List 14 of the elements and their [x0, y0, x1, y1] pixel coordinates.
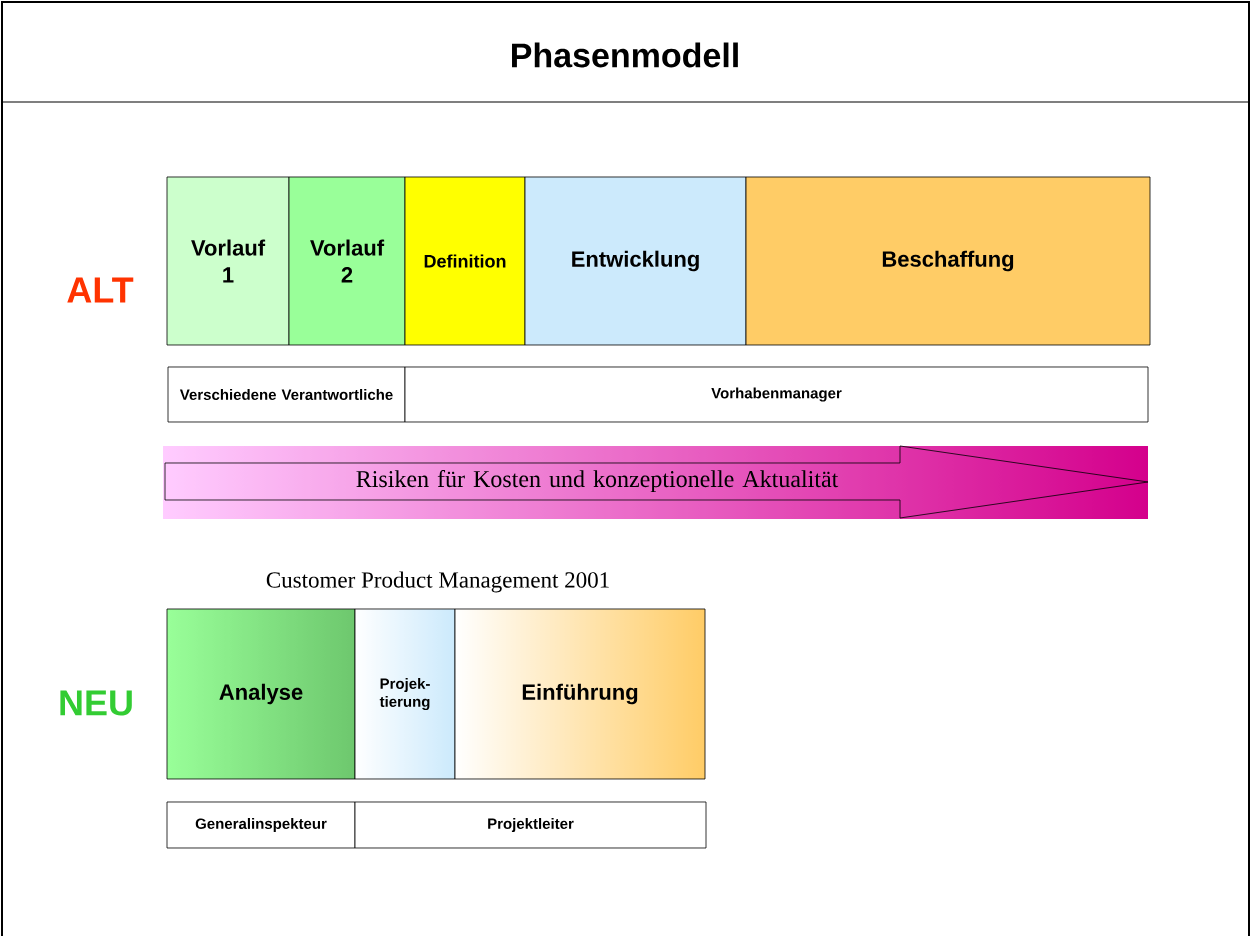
- role-box: Projektleiter: [354, 801, 707, 849]
- caption-text: Customer Product Management 2001: [266, 571, 609, 593]
- row-label: ALT: [67, 277, 134, 303]
- phase-box: Analyse: [166, 608, 356, 780]
- phase-box: Definition: [404, 176, 526, 346]
- phase-box: Beschaffung: [745, 176, 1151, 346]
- title: Phasenmodell: [512, 42, 738, 68]
- role-box: Verschiedene Verantwortliche: [167, 366, 406, 423]
- phase-box: Vorlauf 2: [288, 176, 406, 346]
- phase-box: Vorlauf 1: [166, 176, 290, 346]
- phase-box: Projek- tierung: [354, 608, 456, 780]
- row-label: NEU: [60, 690, 132, 716]
- phase-box: Entwicklung: [524, 176, 747, 346]
- role-box: Generalinspekteur: [166, 801, 356, 849]
